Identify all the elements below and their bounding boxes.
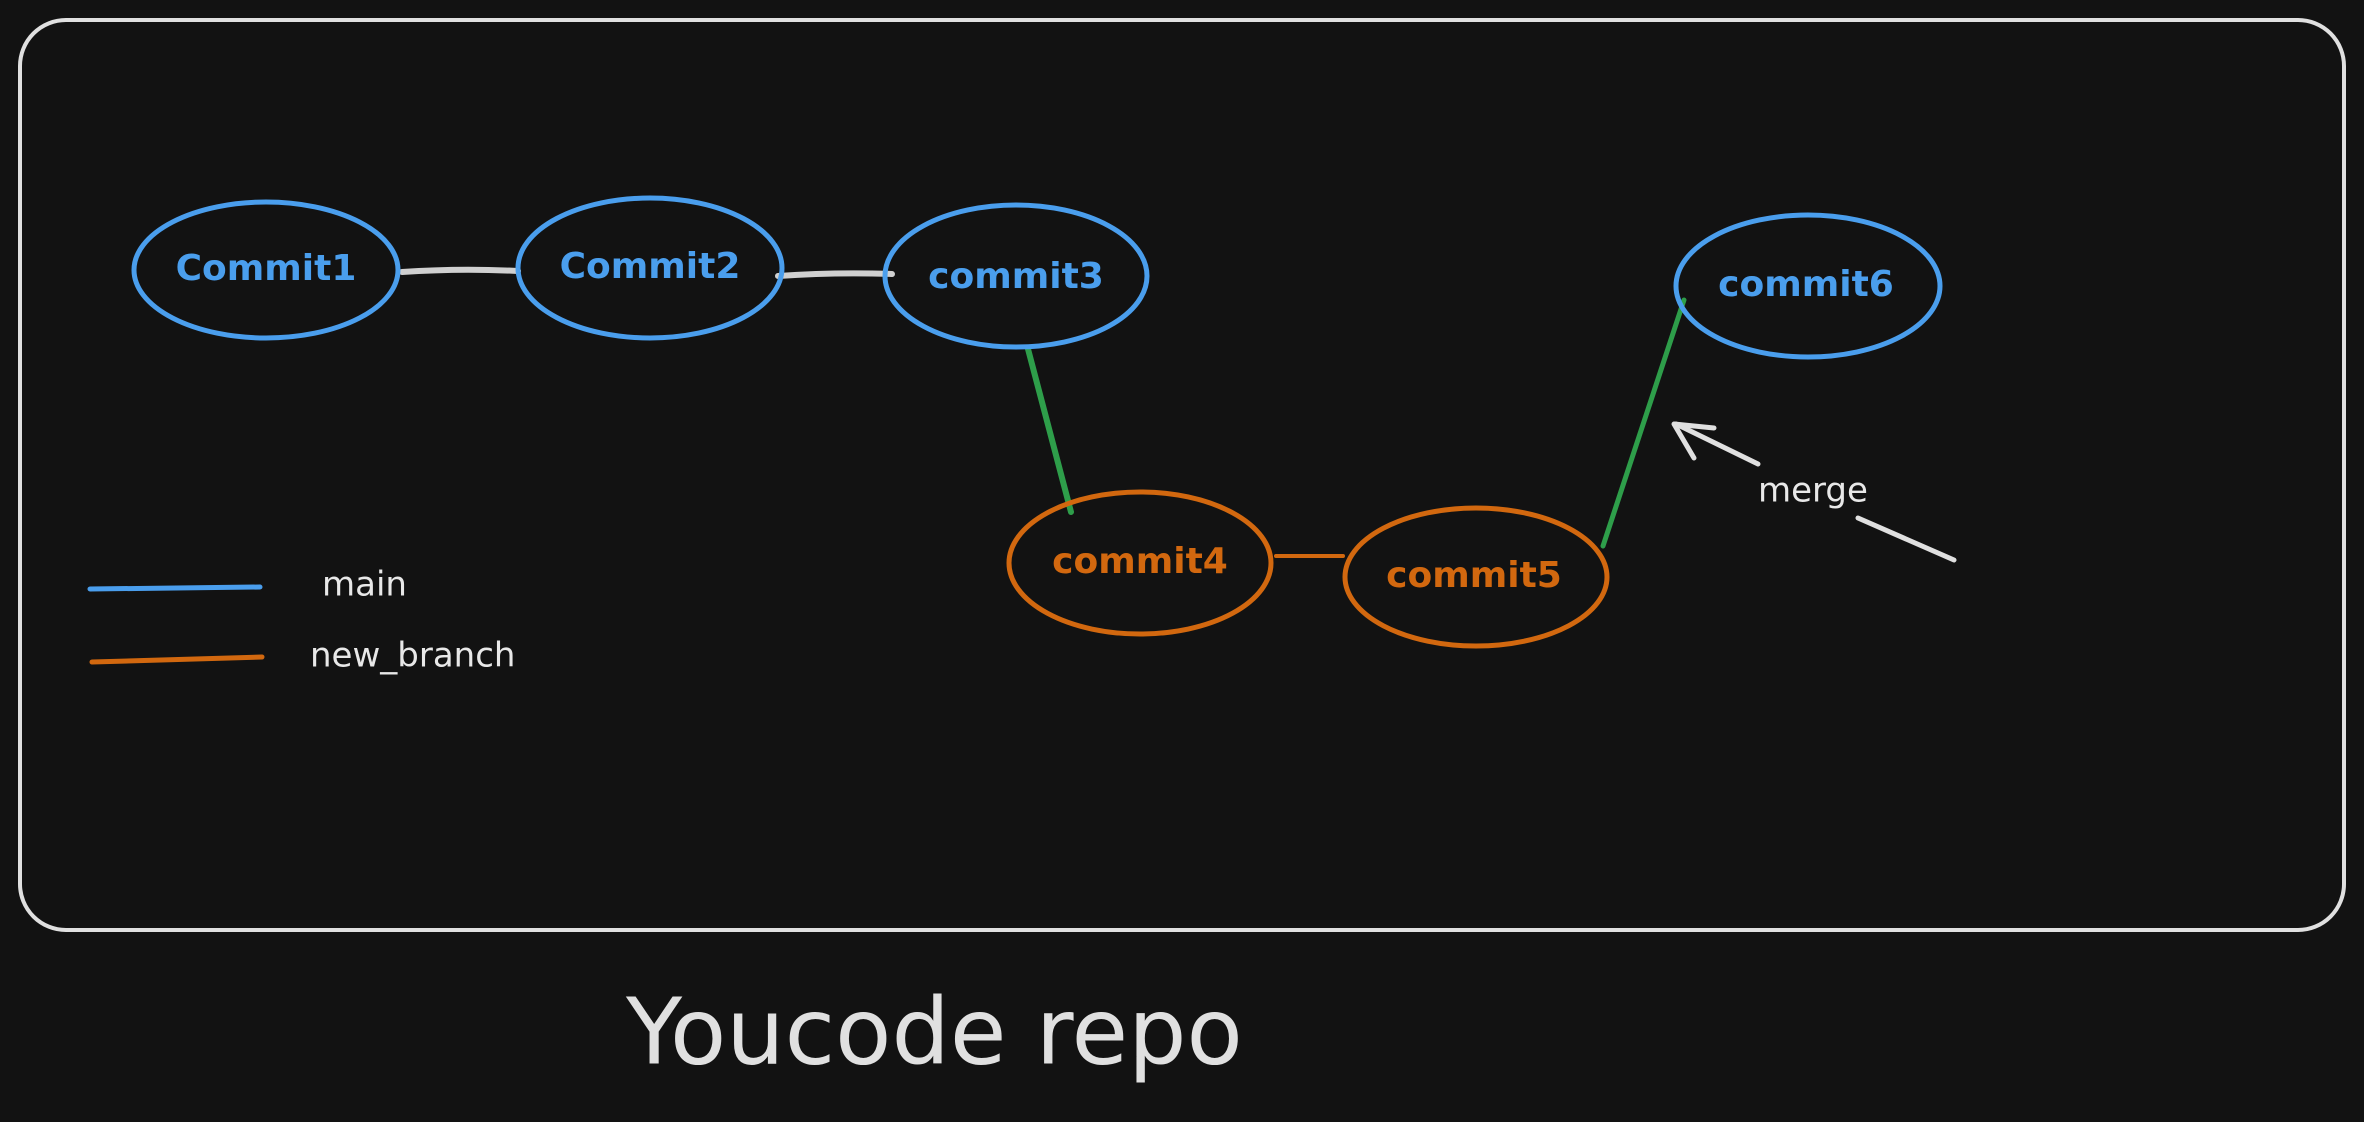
legend: main new_branch <box>87 565 515 676</box>
edge-commit1-commit2 <box>399 266 521 275</box>
commit-label: commit5 <box>1386 555 1562 596</box>
legend-label-main: main <box>322 565 407 605</box>
commit-ellipse <box>882 202 1150 350</box>
commit-node-commit6: commit6 <box>1673 212 1943 360</box>
edge-commit3-commit4 <box>1025 346 1074 515</box>
legend-swatch-main <box>87 584 263 592</box>
commit-node-commit4: commit4 <box>1006 489 1274 637</box>
merge-label: merge <box>1758 471 1868 511</box>
commit-label: Commit2 <box>560 246 741 287</box>
commit-node-commit3: commit3 <box>882 202 1150 350</box>
edge-commit5-commit6 <box>1600 297 1687 549</box>
merge-arrow-shaft-lower <box>1855 515 1957 563</box>
commit-label: Commit1 <box>176 248 357 289</box>
edge-commit2-commit3 <box>775 270 895 279</box>
merge-arrow-shaft-upper <box>1673 421 1761 467</box>
commit-ellipse <box>1006 489 1274 637</box>
commit-ellipse <box>1342 505 1610 649</box>
merge-annotation: merge <box>1671 421 1957 563</box>
commit-label: commit6 <box>1718 264 1894 305</box>
diagram-frame <box>18 18 2346 932</box>
diagram-title: Youcode repo <box>625 978 1243 1085</box>
commit-ellipse <box>1673 212 1943 360</box>
legend-label-new-branch: new_branch <box>310 636 515 676</box>
commit-node-commit2: Commit2 <box>515 195 785 341</box>
commit-label: commit4 <box>1052 541 1228 582</box>
merge-arrow-head-icon <box>1671 421 1717 461</box>
commit-ellipse <box>515 195 785 341</box>
commit-ellipse <box>131 199 401 341</box>
legend-swatch-new-branch <box>89 654 265 665</box>
commit-label: commit3 <box>928 256 1104 297</box>
commit-node-commit5: commit5 <box>1342 505 1610 649</box>
commit-node-commit1: Commit1 <box>131 199 401 341</box>
